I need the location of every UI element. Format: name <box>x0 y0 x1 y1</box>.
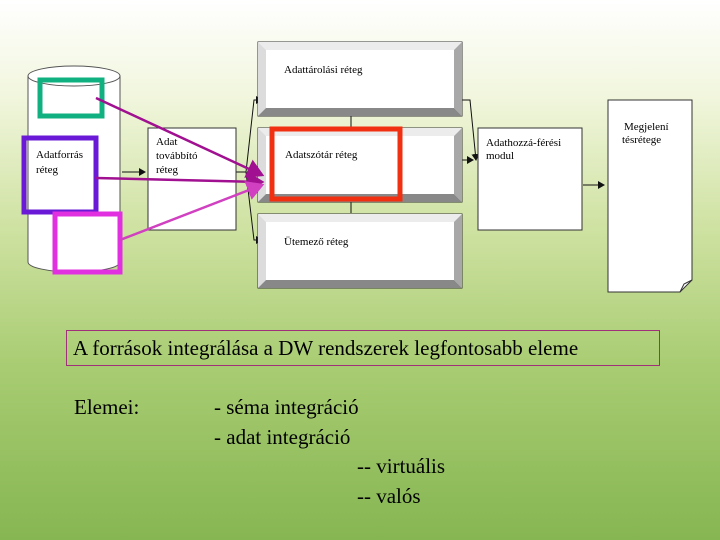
data-source-label-line2: réteg <box>36 164 58 176</box>
display-label-line2: tésrétege <box>622 134 661 146</box>
display-label-line1: Megjelení <box>624 121 669 133</box>
data-source-label-line1: Adatforrás <box>36 149 83 161</box>
storage-label: Adattárolási réteg <box>284 64 363 76</box>
flow-arrow-storage-to-access <box>462 99 480 161</box>
magenta-source-marker <box>52 211 123 275</box>
transfer-label-line3: réteg <box>156 164 178 176</box>
elements-item-schema: - séma integráció <box>214 395 359 419</box>
scheduler-layer-box: Ütemező réteg <box>257 213 463 289</box>
storage-layer-box: Adattárolási réteg <box>257 41 463 117</box>
green-source-marker <box>37 77 105 119</box>
dictionary-label: Adatszótár réteg <box>285 149 358 161</box>
elements-item-real: -- valós <box>357 484 421 508</box>
transfer-label-line1: Adat <box>156 136 177 148</box>
access-label-line1: Adathozzá-férési <box>486 137 561 149</box>
elements-item-data: - adat integráció <box>214 425 351 449</box>
access-label-line2: modul <box>486 150 514 162</box>
red-highlight-marker <box>269 126 403 202</box>
access-module-box <box>477 127 583 231</box>
transfer-label-line2: továbbító <box>156 150 198 162</box>
green-source-integration-arrow <box>95 96 265 178</box>
dictionary-layer-box: Adatszótár réteg <box>257 127 463 203</box>
scheduler-label: Ütemező réteg <box>284 236 349 248</box>
pink-integration-arrow <box>119 181 265 242</box>
display-layer-document: Megjelení tésrétege <box>607 99 693 293</box>
elements-item-virtual: -- virtuális <box>357 454 446 478</box>
architecture-diagram: Adatforrás réteg Adat továbbító réteg Ad… <box>21 41 693 293</box>
headline: A források integrálása a DW rendszerek l… <box>66 330 660 366</box>
purple-integration-arrow <box>95 171 265 192</box>
elements-label: Elemei: <box>74 395 140 419</box>
